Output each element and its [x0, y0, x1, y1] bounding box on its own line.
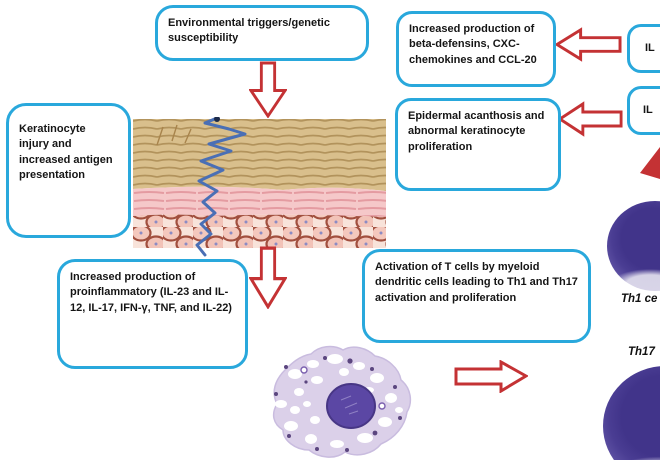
- skin-cross-section-illustration: [133, 116, 386, 259]
- th17-cell-label: Th17: [628, 346, 655, 358]
- down-arrow-icon: [249, 61, 287, 118]
- box-beta-defensins: Increased production of beta-defensins, …: [396, 11, 556, 87]
- th1-cell-illustration: [607, 201, 660, 291]
- dendritic-cell-illustration: [249, 342, 419, 460]
- down-arrow-icon: [249, 246, 287, 309]
- box-interleukin-partial-bottom: IL: [627, 86, 660, 135]
- left-arrow-icon: [555, 27, 622, 62]
- th1-cell-label: Th1 ce: [621, 293, 658, 305]
- box-keratinocyte-injury: Keratinocyte injury and increased antige…: [6, 103, 131, 238]
- right-arrow-icon: [454, 360, 528, 393]
- box-t-cell-activation: Activation of T cells by myeloid dendrit…: [362, 249, 591, 343]
- left-arrow-icon: [558, 101, 623, 137]
- arrow-fragment-icon: [640, 147, 660, 181]
- th17-cell-illustration: [603, 366, 660, 460]
- box-interleukin-partial-top: IL: [627, 24, 660, 73]
- box-proinflammatory-cytokines: Increased production of proinflammatory …: [57, 259, 248, 369]
- box-epidermal-acanthosis: Epidermal acanthosis and abnormal kerati…: [395, 98, 561, 191]
- box-environmental-triggers: Environmental triggers/genetic susceptib…: [155, 5, 369, 61]
